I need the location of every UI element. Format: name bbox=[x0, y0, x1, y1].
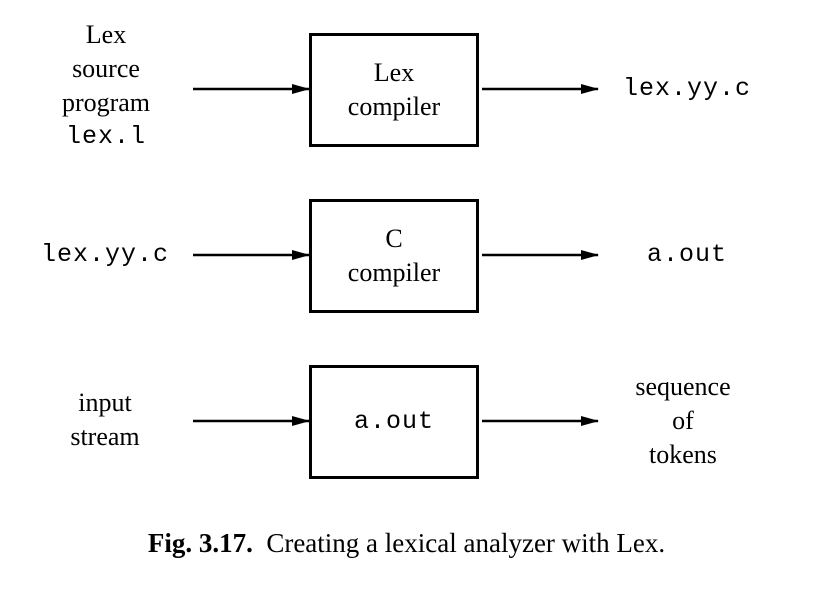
row1-input-line-3: program bbox=[61, 88, 151, 117]
lex-compiler-box-line-1: Lex bbox=[373, 58, 415, 87]
row3-output-line-1: sequence bbox=[635, 372, 731, 401]
a-out-box-label: a.out bbox=[353, 407, 434, 436]
figure-caption: Fig. 3.17. Creating a lexical analyzer w… bbox=[0, 528, 813, 559]
lex-compiler-box-line-2: compiler bbox=[347, 92, 441, 121]
c-compiler-box-line-1: C bbox=[385, 224, 403, 253]
row3-input-line-2: stream bbox=[70, 422, 140, 451]
c-compiler-box: C compiler bbox=[309, 199, 479, 313]
row3-output-line-2: of bbox=[672, 406, 694, 435]
row3-input-line-1: input bbox=[78, 388, 132, 417]
row1-input-label: Lex source program lex.l bbox=[36, 18, 176, 154]
figure-caption-text: Creating a lexical analyzer with Lex. bbox=[266, 528, 666, 558]
row2-input-label: lex.yy.c bbox=[40, 240, 170, 269]
row1-output-label: lex.yy.c bbox=[622, 74, 752, 103]
row3-output-label: sequence of tokens bbox=[608, 370, 758, 472]
lex-compiler-box: Lex compiler bbox=[309, 33, 479, 147]
figure-caption-label: Fig. 3.17. bbox=[147, 528, 253, 558]
c-compiler-box-line-2: compiler bbox=[347, 258, 441, 287]
row1-input-line-1: Lex bbox=[85, 20, 127, 49]
row1-input-line-2: source bbox=[72, 54, 140, 83]
row1-input-filename: lex.l bbox=[65, 122, 146, 151]
row3-output-line-3: tokens bbox=[649, 440, 717, 469]
row3-input-label: input stream bbox=[40, 386, 170, 454]
a-out-box: a.out bbox=[309, 365, 479, 479]
row2-output-label: a.out bbox=[646, 240, 727, 269]
